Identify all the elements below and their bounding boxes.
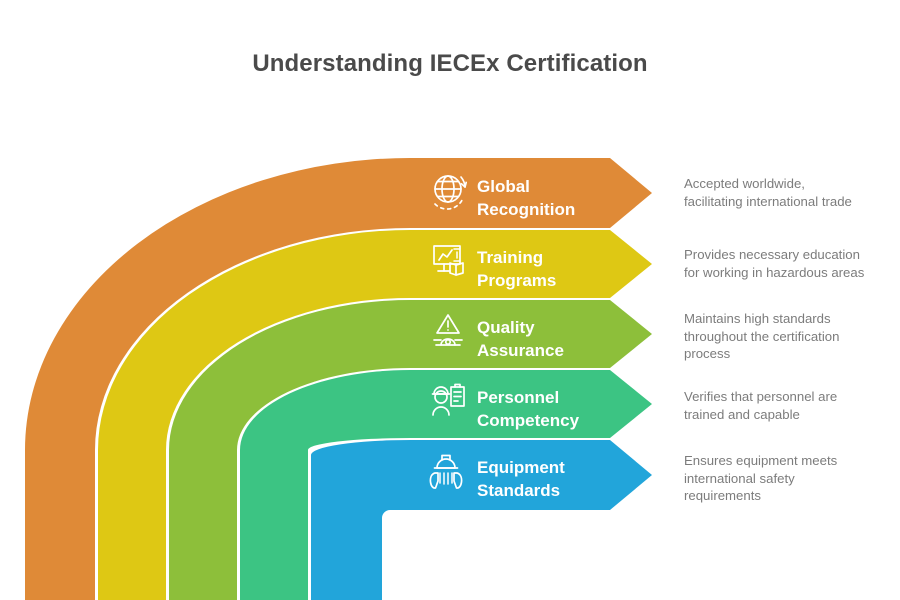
band-description-quality-assurance: Maintains high standards throughout the …	[684, 310, 889, 363]
whiteboard-book-icon	[433, 245, 464, 276]
worker-clipboard-icon	[431, 383, 465, 416]
globe-icon	[434, 175, 468, 210]
description-line2: international safety	[684, 470, 795, 486]
band-label-quality-assurance: Quality Assurance	[477, 316, 564, 362]
description-line2: throughout the certification	[684, 328, 840, 344]
band-description-training-programs: Provides necessary education for working…	[684, 246, 889, 281]
band-label-line1: Equipment	[477, 458, 565, 477]
band-equipment-standards[interactable]	[311, 440, 652, 600]
description-line2: for working in hazardous areas	[684, 264, 865, 280]
description-line2: facilitating international trade	[684, 193, 852, 209]
page-title: Understanding IECEx Certification	[252, 50, 648, 77]
band-personnel-competency[interactable]	[240, 370, 652, 600]
description-line1: Accepted worldwide,	[684, 176, 805, 191]
band-label-equipment-standards: Equipment Standards	[477, 456, 565, 502]
band-label-line2: Competency	[477, 411, 580, 430]
description-line3: process	[684, 346, 731, 361]
description-line1: Verifies that personnel are	[684, 389, 838, 404]
band-description-personnel-competency: Verifies that personnel are trained and …	[684, 388, 889, 423]
band-description-equipment-standards: Ensures equipment meets international sa…	[684, 452, 889, 505]
description-line3: requirements	[684, 488, 761, 503]
band-label-training-programs: Training Programs	[477, 246, 556, 292]
hands-hardhat-icon	[429, 454, 463, 489]
description-line1: Maintains high standards	[684, 311, 831, 326]
band-label-personnel-competency: Personnel Competency	[477, 386, 579, 432]
band-label-line1: Training	[477, 248, 544, 267]
description-line1: Provides necessary education	[684, 247, 860, 262]
band-label-line2: Assurance	[477, 341, 564, 360]
band-label-global-recognition: Global Recognition	[477, 175, 575, 221]
band-label-line1: Quality	[477, 318, 535, 337]
band-label-line2: Recognition	[477, 200, 576, 219]
description-line2: trained and capable	[684, 406, 800, 422]
band-label-line1: Global	[477, 177, 530, 196]
band-shape-quality-assurance	[169, 300, 652, 600]
description-line1: Ensures equipment meets	[684, 453, 838, 468]
band-global-recognition[interactable]	[25, 158, 652, 600]
band-quality-assurance[interactable]	[169, 300, 652, 600]
band-training-programs[interactable]	[98, 230, 652, 600]
band-description-global-recognition: Accepted worldwide, facilitating interna…	[684, 175, 889, 210]
band-shape-personnel-competency	[240, 370, 652, 600]
band-label-line2: Standards	[477, 481, 561, 500]
band-label-line1: Personnel	[477, 388, 560, 407]
band-shape-global-recognition	[25, 158, 652, 600]
band-shape-training-programs	[98, 230, 652, 600]
band-label-line2: Programs	[477, 271, 557, 290]
warning-gauge-icon	[433, 314, 463, 346]
band-shape-equipment-standards	[311, 440, 652, 600]
